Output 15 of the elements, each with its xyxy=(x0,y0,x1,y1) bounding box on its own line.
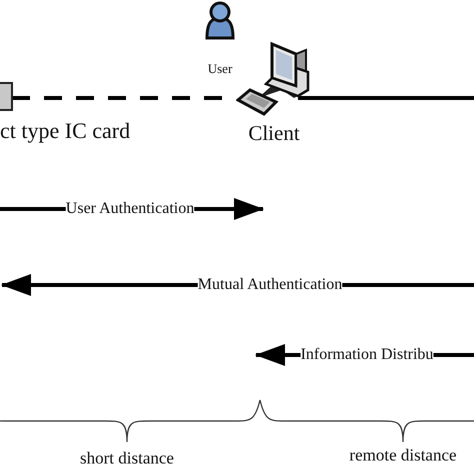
connection-line xyxy=(433,353,474,357)
arrow xyxy=(255,344,301,366)
message-label: User Authentication xyxy=(66,200,194,218)
arrow xyxy=(1,274,198,296)
message-label: Mutual Authentication xyxy=(198,276,342,294)
node-label: Client xyxy=(248,123,300,144)
arrow xyxy=(194,198,264,220)
connection-line xyxy=(342,283,474,287)
connection-line xyxy=(298,96,474,100)
connection-line xyxy=(0,207,66,211)
distance-label: remote distance xyxy=(349,446,457,464)
message-label: Information Distribu xyxy=(300,346,434,364)
distance-label: short distance xyxy=(80,450,174,466)
user-label: User xyxy=(208,62,232,75)
node-label: ct type IC card xyxy=(0,120,130,142)
